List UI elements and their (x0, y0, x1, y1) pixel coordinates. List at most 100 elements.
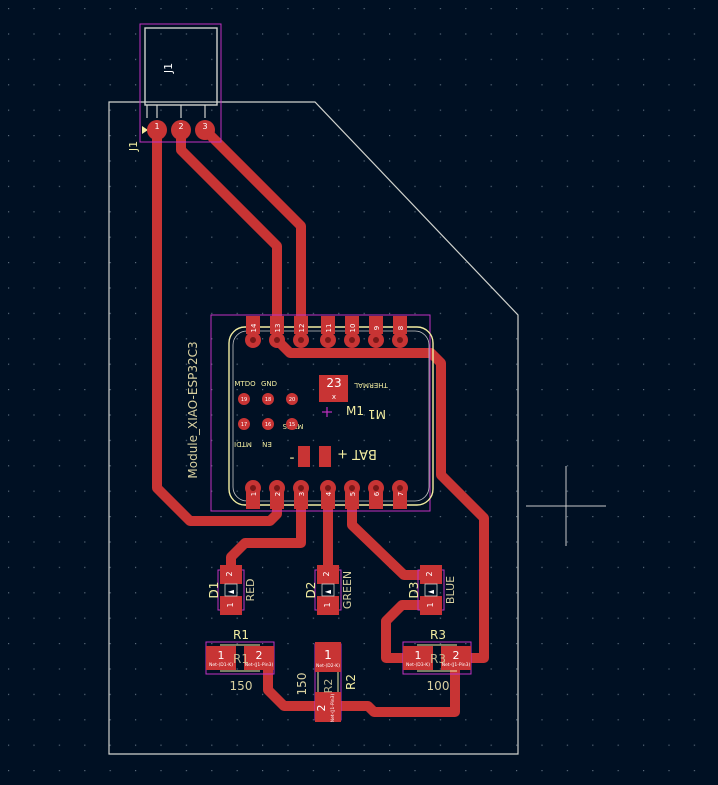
resistor-net-2: Net-(J1-Pin3) (245, 662, 274, 668)
track-d3-r3 (381, 600, 436, 663)
module-bottom-pin-1: 1 (245, 480, 261, 509)
resistor-value: 100 (427, 679, 450, 693)
module-bottom-pin-label: 1 (250, 492, 258, 496)
module-bottom-pin-label: 2 (274, 492, 282, 496)
led-pad-2 (420, 565, 442, 584)
led-d2[interactable]: ◄ 2 1 D2 GREEN (304, 565, 354, 615)
resistor-pad-2 (441, 646, 471, 670)
svg-text:◄: ◄ (228, 587, 235, 596)
svg-text:◄: ◄ (428, 587, 435, 596)
module-bottom-pin-label: 3 (298, 492, 306, 496)
module-top-pin-12: 12 (293, 316, 309, 348)
j1-pad-3 (195, 120, 215, 140)
module-top-pin-13: 13 (269, 316, 285, 348)
resistor-pin-1-label: 1 (324, 648, 332, 662)
led-value: BLUE (444, 576, 457, 604)
module-bottom-pin-6: 6 (368, 480, 384, 509)
svg-text:◄: ◄ (325, 587, 332, 596)
resistor-pad-1 (206, 646, 236, 670)
resistor-value: 150 (295, 673, 309, 696)
led-value: GREEN (341, 571, 354, 609)
resistor-net-1: Net-(D3-K) (406, 662, 430, 668)
module-top-pin-label: 10 (349, 324, 357, 333)
bat-plus-pad (319, 446, 331, 467)
gnd-label: GND (261, 380, 277, 388)
svg-text:20: 20 (289, 397, 295, 403)
pad-23-label: 23 (326, 376, 341, 390)
j1-pin-3-label: 3 (202, 122, 207, 131)
pin1-marker (142, 126, 148, 134)
led-pin-1-label: 1 (226, 602, 235, 607)
resistor-net-1: Net-(D1-K) (209, 662, 233, 668)
module-bottom-pin-4: 4 (320, 480, 336, 509)
module-top-pin-8: 8 (392, 316, 408, 348)
module-ref-a: M1 (346, 404, 364, 418)
mtdo-label: MTDO (234, 380, 256, 388)
resistor-pin-1-label: 1 (218, 649, 225, 662)
module-pad-23 (319, 375, 348, 402)
j1-pad-1 (147, 120, 167, 140)
module-jtag-pads: 19 18 20 17 16 15 (238, 393, 298, 430)
module-top-pin-9: 9 (368, 316, 384, 348)
resistor-fab-ref: R3 (430, 652, 446, 666)
track-r2-r3 (331, 660, 460, 717)
led-pin-2-label: 2 (425, 571, 434, 576)
track-d1 (226, 483, 306, 580)
module-top-pin-label: 14 (250, 323, 258, 332)
module-bottom-pin-label: 5 (349, 492, 357, 496)
resistor-fab-ref: R1 (233, 652, 249, 666)
module-top-pin-label: 11 (325, 324, 333, 333)
resistor-value: 150 (230, 679, 253, 693)
cursor-crosshair (526, 466, 606, 546)
module-bottom-pin-label: 6 (373, 491, 381, 496)
svg-text:15: 15 (289, 422, 295, 428)
module-top-pin-14: 14 (245, 316, 261, 348)
svg-text:19: 19 (241, 397, 247, 403)
en-label: EN (262, 440, 272, 448)
module-top-pin-11: 11 (320, 316, 336, 348)
resistor-ref: R1 (233, 628, 249, 642)
bat-minus-label: - (289, 450, 294, 466)
module-courtyard (210, 314, 431, 512)
led-pin-2-label: 2 (225, 571, 234, 576)
resistor-pin-2-label: 2 (453, 649, 460, 662)
led-pin-1-label: 1 (323, 602, 332, 607)
j1-silk-ref: J1 (127, 141, 140, 152)
j1-pin-2-label: 2 (178, 122, 183, 131)
jtag-pad-17: 17 (238, 418, 250, 430)
led-value: RED (244, 578, 257, 601)
led-pad-2 (317, 565, 339, 584)
module-bottom-pin-label: 4 (325, 491, 333, 496)
resistor-pin-2-label: 2 (315, 705, 328, 712)
led-pin-2-label: 2 (322, 571, 331, 576)
j1-pad-2 (171, 120, 191, 140)
connector-j1[interactable]: J1 J1 1 2 3 (127, 23, 222, 152)
track-j1-pin1 (152, 125, 282, 526)
led-pad-1 (317, 596, 339, 615)
svg-text:18: 18 (265, 397, 271, 403)
led-pad-2 (220, 565, 242, 584)
jtag-pad-16: 16 (262, 418, 274, 430)
jtag-pad-20: 20 (286, 393, 298, 405)
resistor-pin-2-label: 2 (256, 649, 263, 662)
track-j1-pin3 (200, 125, 306, 329)
resistor-net-2: Net-(J1-Pin3) (330, 694, 336, 723)
led-pad-1 (220, 596, 242, 615)
led-ref: D2 (304, 582, 318, 599)
module-top-pin-10: 10 (344, 316, 360, 348)
resistor-net-1: Net-(D2-K) (316, 663, 340, 669)
svg-text:17: 17 (241, 422, 247, 428)
resistor-pad-2 (315, 692, 341, 722)
led-pin-1-label: 1 (426, 602, 435, 607)
